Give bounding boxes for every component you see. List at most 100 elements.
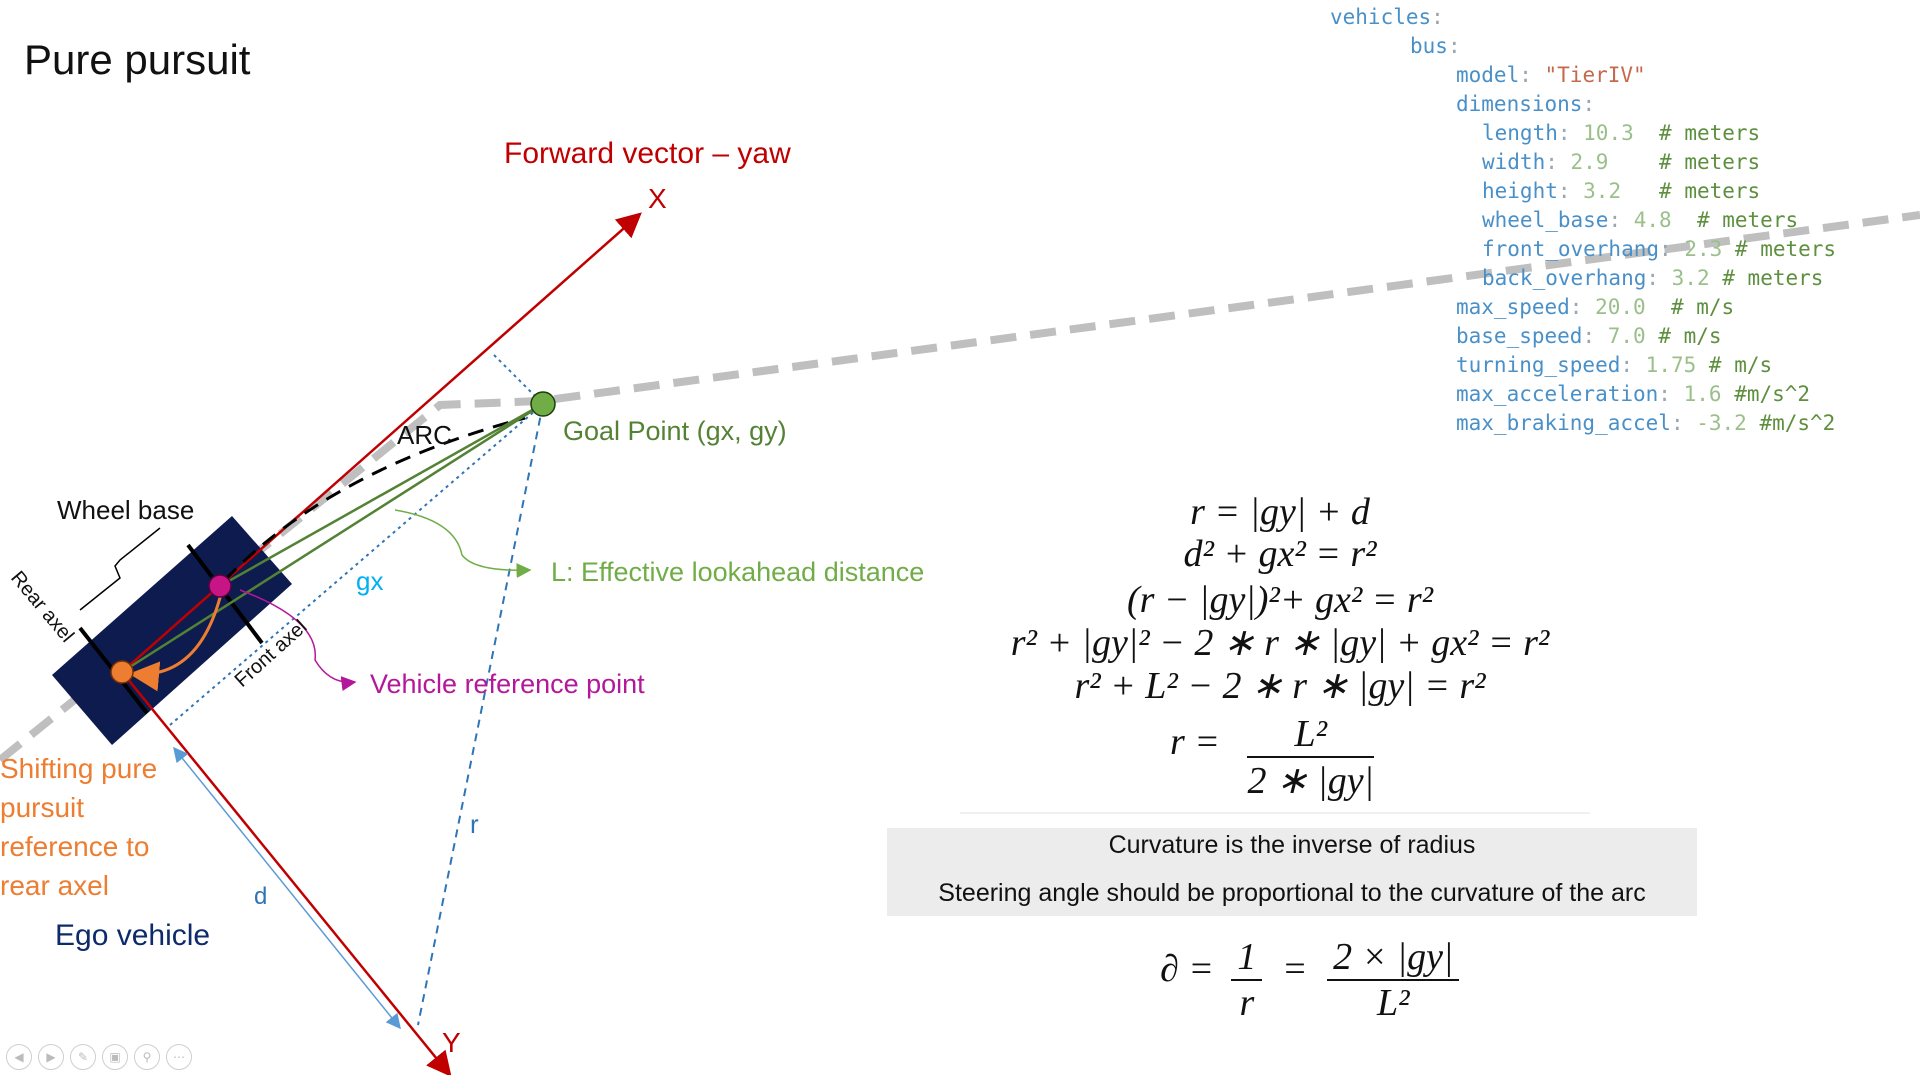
goal-point-label: Goal Point (gx, gy) [563, 416, 787, 446]
gx-label: gx [356, 566, 383, 596]
y-axis-line [121, 671, 452, 1075]
slide-title: Pure pursuit [24, 36, 251, 83]
final-f2-numerator: 2 × |gy| [1327, 935, 1460, 981]
equation-4: r² + |gy|² − 2 ∗ r ∗ |gy| + gx² = r² [1010, 622, 1550, 664]
config-key: base_speed [1456, 324, 1583, 348]
config-value: 2.9 [1570, 150, 1609, 174]
lookahead-label: L: Effective lookahead distance [551, 557, 924, 587]
config-value: "TierIV" [1544, 63, 1646, 87]
config-key: vehicles [1330, 5, 1432, 29]
forward-vector-label: Forward vector – yaw [504, 137, 791, 170]
config-value: 1.75 [1645, 353, 1697, 377]
equation-6: r = L² 2 ∗ |gy| [1170, 712, 1375, 803]
config-key: model [1456, 63, 1520, 87]
config-comment: # m/s [1708, 353, 1773, 377]
config-comment: # meters [1659, 150, 1761, 174]
config-value: 7.0 [1607, 324, 1646, 348]
arc-line [223, 416, 526, 582]
slides-icon[interactable]: ▣ [102, 1044, 128, 1070]
final-equals: = [1281, 947, 1308, 990]
config-key: turning_speed [1456, 353, 1621, 377]
equation-5: r² + L² − 2 ∗ r ∗ |gy| = r² [1074, 665, 1486, 707]
vehicle-ref-callout [239, 589, 357, 692]
config-key: width [1482, 150, 1546, 174]
config-key: back_overhang [1482, 266, 1647, 290]
r-dashed-line [417, 403, 544, 1026]
eq6-denominator: 2 ∗ |gy| [1247, 760, 1375, 802]
config-comment: #m/s^2 [1734, 382, 1811, 406]
config-comment: # meters [1659, 121, 1761, 145]
zoom-icon[interactable]: ⚲ [134, 1044, 160, 1070]
config-value: 20.0 [1595, 295, 1646, 319]
equation-3: (r − |gy|)²+ gx² = r² [1126, 579, 1434, 621]
eq6-lhs: r = [1170, 721, 1220, 764]
lookahead-line-front [219, 402, 544, 588]
curvature-note: Curvature is the inverse of radius [1108, 831, 1476, 859]
pen-icon[interactable]: ✎ [70, 1044, 96, 1070]
config-value: 3.2 [1583, 179, 1622, 203]
config-key: length [1482, 121, 1558, 145]
goal-point [530, 391, 556, 417]
vehicle-reference-point [208, 574, 232, 598]
config-comment: # meters [1659, 179, 1761, 203]
config-key: height [1482, 179, 1558, 203]
config-comment: # meters [1722, 266, 1824, 290]
config-key: front_overhang [1482, 237, 1660, 261]
ego-vehicle-body [52, 516, 292, 745]
config-key: dimensions [1456, 92, 1583, 116]
d-label: d [254, 883, 267, 910]
next-icon[interactable]: ▶ [38, 1044, 64, 1070]
config-comment: # m/s [1670, 295, 1735, 319]
shift-label-1: Shifting pure [0, 753, 157, 784]
y-axis-label: Y [442, 1027, 461, 1058]
config-comment: # m/s [1658, 324, 1722, 348]
final-f1-numerator: 1 [1231, 935, 1263, 981]
config-key: max_speed [1456, 295, 1570, 319]
eq6-numerator: L² [1247, 712, 1375, 758]
d-measure-line [173, 746, 401, 1030]
prev-icon[interactable]: ◀ [6, 1044, 32, 1070]
config-comment: #m/s^2 [1759, 411, 1836, 435]
final-lhs: ∂ = [1160, 947, 1214, 990]
arc-label: ARC [397, 420, 452, 450]
steering-note: Steering angle should be proportional to… [938, 879, 1646, 907]
lookahead-line-rear [121, 402, 544, 674]
shift-label-4: rear axel [0, 870, 109, 901]
config-value: 3.2 [1671, 266, 1710, 290]
x-axis-label: X [648, 183, 667, 214]
config-value: -3.2 [1696, 411, 1747, 435]
final-f1-denominator: r [1239, 982, 1255, 1024]
vehicle-ref-label: Vehicle reference point [370, 669, 645, 699]
wheel-base-bracket [79, 527, 161, 611]
config-key: max_acceleration [1456, 382, 1659, 406]
config-comment: # meters [1696, 208, 1799, 232]
more-icon[interactable]: ⋯ [166, 1044, 192, 1070]
equation-1: r = |gy| + d [1190, 491, 1370, 533]
gx-dotted-line [169, 403, 544, 726]
vehicle-config: vehicles: bus: model: "TierIV" dimension… [1330, 5, 1837, 435]
final-equation: ∂ = 1 r = 2 × |gy| L² [1160, 935, 1460, 1025]
config-comment: # meters [1734, 237, 1837, 261]
config-key: max_braking_accel [1456, 411, 1671, 435]
config-key: wheel_base [1482, 208, 1609, 232]
shift-label-3: reference to [0, 831, 149, 862]
r-label: r [470, 809, 479, 839]
config-value: 2.3 [1684, 237, 1723, 261]
final-f2-denominator: L² [1377, 982, 1410, 1024]
wheel-base-label: Wheel base [57, 495, 194, 525]
rear-axel-point [110, 660, 134, 684]
rear-axel-label: Rear axel [6, 567, 78, 647]
ego-vehicle-label: Ego vehicle [55, 919, 210, 952]
config-value: 1.6 [1683, 382, 1722, 406]
shift-arrow [129, 589, 224, 692]
divider-line [960, 812, 1590, 814]
lookahead-callout [394, 509, 532, 578]
slideshow-nav: ◀▶✎▣⚲⋯ [6, 1044, 198, 1070]
note-box: Curvature is the inverse of radius Steer… [887, 828, 1697, 916]
config-value: 10.3 [1583, 121, 1634, 145]
x-axis-line [121, 212, 642, 673]
config-key: bus [1410, 34, 1448, 58]
config-value: 4.8 [1633, 208, 1672, 232]
equation-2: d² + gx² = r² [1183, 533, 1377, 575]
